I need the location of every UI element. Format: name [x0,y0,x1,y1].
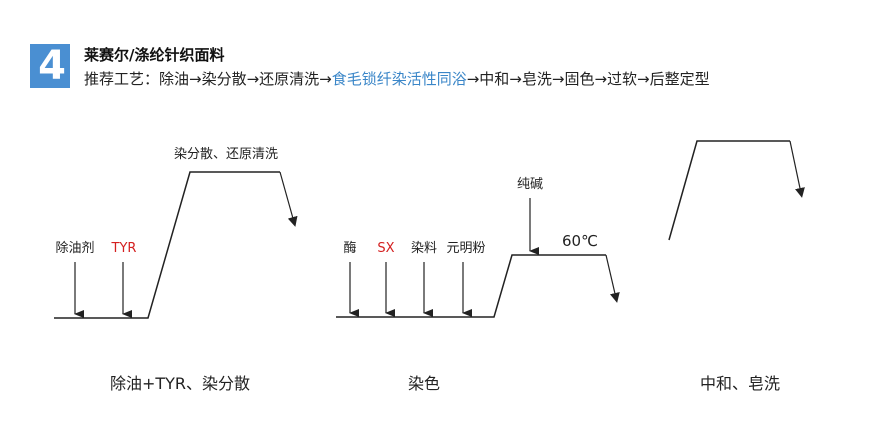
diagram-1: 除油剂 TYR 染分散、还原清洗 除油+TYR、染分散 [54,147,298,393]
diagram-2-label-enzyme: 酶 [343,240,356,256]
diagram-2-temperature-curve [336,254,606,318]
diagram-2-caption: 染色 [408,374,440,393]
diagram-1-top-label: 染分散、还原清洗 [174,147,278,162]
diagram-3-temperature-curve [668,140,790,241]
diagram-1-caption: 除油+TYR、染分散 [110,374,250,393]
section-number-badge: 4 [30,44,74,88]
diagram-1-label-tyr: TYR [111,241,137,256]
process-prefix: 推荐工艺：除油→染分散→还原清洗→ [84,70,332,88]
diagram-2-label-alkali: 纯碱 [517,177,543,192]
diagram-3-caption: 中和、皂洗 [700,374,780,393]
process-line: 推荐工艺：除油→染分散→还原清洗→食毛锁纤染活性同浴→中和→皂洗→固色→过软→后… [84,68,710,89]
diagram-3-drop-arrow [789,140,805,198]
section-title: 莱赛尔/涤纶针织面料 [84,46,225,64]
diagram-2-label-salt: 元明粉 [446,241,485,256]
diagram-1-drop-arrow [279,171,298,227]
diagram-2-drop-arrow [605,254,620,303]
diagram-1-label-deoiler: 除油剂 [55,241,94,256]
diagram-2: 酶 SX 染料 元明粉 纯碱 60℃ 染色 [336,177,620,393]
section-number: 4 [38,43,66,89]
diagram-2-label-dye: 染料 [411,241,437,256]
process-suffix: →中和→皂洗→固色→过软→后整定型 [466,70,710,88]
badge-slash-decoration [70,44,75,88]
diagram-1-temperature-curve [54,171,280,319]
diagram-2-temperature-label: 60℃ [562,232,598,250]
process-highlight: 食毛锁纤染活性同浴 [331,70,467,88]
diagram-3: 中和、皂洗 [668,140,805,393]
diagram-2-label-sx: SX [377,241,394,256]
